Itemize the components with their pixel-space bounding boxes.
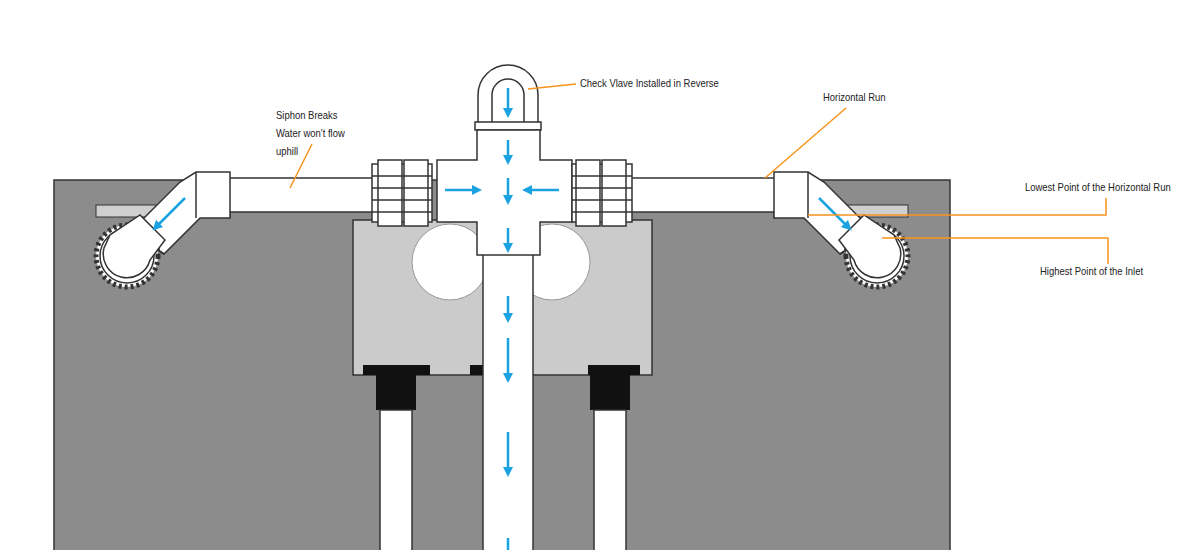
callout-label: Horizontal Run [823, 88, 886, 106]
flow-arrow [507, 296, 510, 318]
flow-arrow [507, 338, 510, 378]
flow-arrow [507, 88, 510, 113]
siphon-side [96, 160, 477, 287]
bulkhead [376, 375, 416, 410]
union [372, 211, 432, 213]
drain-pipe [483, 240, 533, 550]
callout-label: Lowest Point of the Horizontal Run [1025, 178, 1171, 196]
note-label: Siphon Breaks Water won't flow uphill [276, 106, 362, 160]
drain-pipe [380, 410, 412, 550]
flow-arrow [156, 198, 185, 227]
leader-line [808, 198, 1106, 215]
flow-arrow [507, 178, 510, 200]
union [372, 160, 432, 226]
union [378, 160, 402, 226]
flow-arrow [507, 140, 510, 160]
bulkhead [590, 375, 630, 410]
flow-arrow [507, 538, 510, 550]
siphon-side [527, 160, 908, 287]
union [372, 187, 432, 189]
inlet-elbow [103, 215, 165, 278]
flow-arrow [507, 88, 510, 550]
check-valve [478, 65, 538, 128]
union [372, 175, 432, 177]
drain-pipe [380, 240, 626, 550]
drain-pipe [594, 410, 626, 550]
flow-arrow [507, 432, 510, 472]
leader-line [882, 238, 1108, 264]
union [372, 199, 432, 201]
leader-line [765, 108, 846, 178]
union [404, 160, 428, 226]
cross-fitting [437, 130, 572, 255]
callout-label: Highest Point of the Inlet [1040, 262, 1143, 280]
bulkhead [588, 365, 640, 375]
horizontal-pipe [226, 178, 374, 212]
bulkhead [363, 365, 430, 375]
inlet-elbow [96, 215, 165, 287]
check-valve [475, 122, 541, 130]
flow-arrow [445, 189, 477, 192]
callout-label: Check Vlave Installed in Reverse [580, 74, 719, 92]
elbow-fitting [195, 172, 197, 218]
leader-line [290, 84, 1108, 264]
leader-line [528, 84, 576, 89]
flow-arrow [507, 228, 510, 248]
